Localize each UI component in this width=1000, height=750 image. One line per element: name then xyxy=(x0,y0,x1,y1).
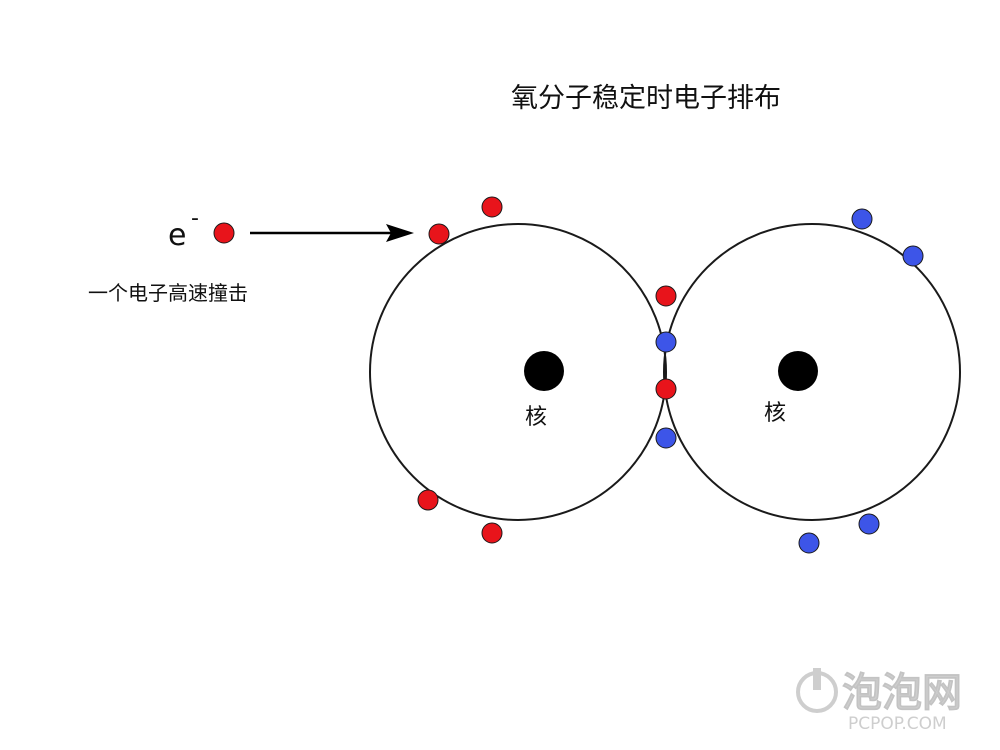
shared-electron-blue xyxy=(655,331,677,353)
right-outer-electron xyxy=(851,208,873,230)
left-outer-electron xyxy=(481,196,503,218)
watermark-brand: 泡泡网 xyxy=(842,670,962,716)
left-outer-electron xyxy=(481,522,503,544)
impact-arrow xyxy=(250,224,414,242)
right-nucleus-label: 核 xyxy=(764,401,786,426)
shared-electron-blue xyxy=(655,427,677,449)
incoming-electron xyxy=(213,222,235,244)
left-atom-orbit xyxy=(369,223,667,521)
shared-electron-red xyxy=(655,378,677,400)
right-outer-electron xyxy=(858,513,880,535)
watermark-domain: PCPOP.COM xyxy=(848,714,947,734)
right-nucleus xyxy=(778,351,818,391)
impact-caption: 一个电子高速撞击 xyxy=(88,281,248,305)
right-outer-electron xyxy=(902,245,924,267)
pcpop-watermark: 泡泡网 PCPOP.COM xyxy=(796,668,962,734)
left-outer-electron xyxy=(428,223,450,245)
incoming-electron-symbol: e xyxy=(168,218,186,253)
left-nucleus-label: 核 xyxy=(525,405,547,430)
power-logo-icon xyxy=(796,668,838,713)
right-atom-orbit xyxy=(663,223,961,521)
diagram-title: 氧分子稳定时电子排布 xyxy=(511,83,781,114)
right-outer-electron xyxy=(798,532,820,554)
incoming-electron-charge: - xyxy=(191,206,199,231)
left-nucleus xyxy=(524,351,564,391)
left-outer-electron xyxy=(417,489,439,511)
shared-electron-red xyxy=(655,285,677,307)
